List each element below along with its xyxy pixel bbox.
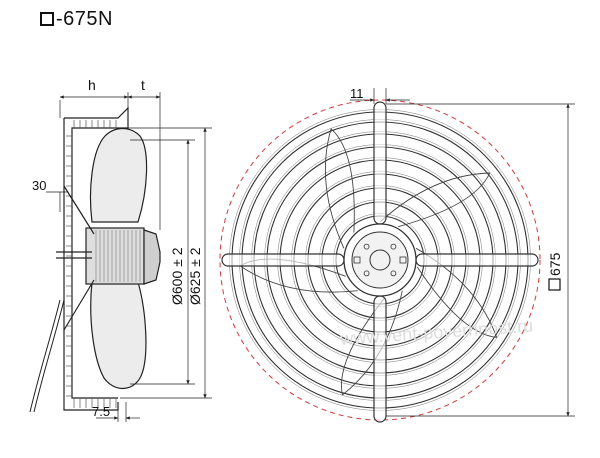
blade-edge [379,172,490,223]
hub-lug [399,256,407,264]
mount-bar-right [415,253,539,267]
bolt-hole [390,270,397,277]
blade-edge [324,128,345,249]
blade-edge [416,266,497,338]
dim-offset-label: 7.5 [92,404,110,419]
model-title: -675N [40,8,113,31]
square-symbol-icon [40,12,54,26]
hub-bolt-holes [353,243,407,277]
dim-square-label: 675 [547,252,563,276]
mount-bar-bottom [373,295,387,423]
dim-slot-label: 11 [350,86,364,101]
dim-t-label: t [141,77,145,93]
dim-d600-label: Ø600 ± 2 [169,247,185,305]
mount-bar-left [221,253,345,267]
front-view [219,88,575,423]
blade-edge [330,128,355,233]
power-cable [29,299,61,413]
blade-lower [90,281,147,390]
impeller-blades [239,128,498,396]
dim-angle-label: 30 [32,178,46,193]
side-view [29,92,212,422]
strut-upper [63,185,95,235]
hub-plate [351,231,409,289]
hub-center [369,249,391,271]
guard-side-wires [66,120,117,408]
motor-body [143,229,161,285]
blade-edge [398,172,491,228]
mount-bar-top [373,101,387,225]
motor-hub [85,227,145,285]
motor-fins [95,230,141,282]
mounting-circle-dashed [219,99,541,421]
bolt-hole [390,243,397,250]
dim-h-label: h [88,77,96,93]
square-dim-icon [548,278,561,291]
blade-edge [239,265,358,293]
bolt-hole [363,243,370,250]
bolt-hole [363,270,370,277]
dim-d625-label: Ø625 ± 2 [187,247,203,305]
hub-lug [353,256,361,264]
model-title-text: -675N [56,8,113,30]
strut-lower [63,279,95,331]
blade-upper [89,127,148,223]
